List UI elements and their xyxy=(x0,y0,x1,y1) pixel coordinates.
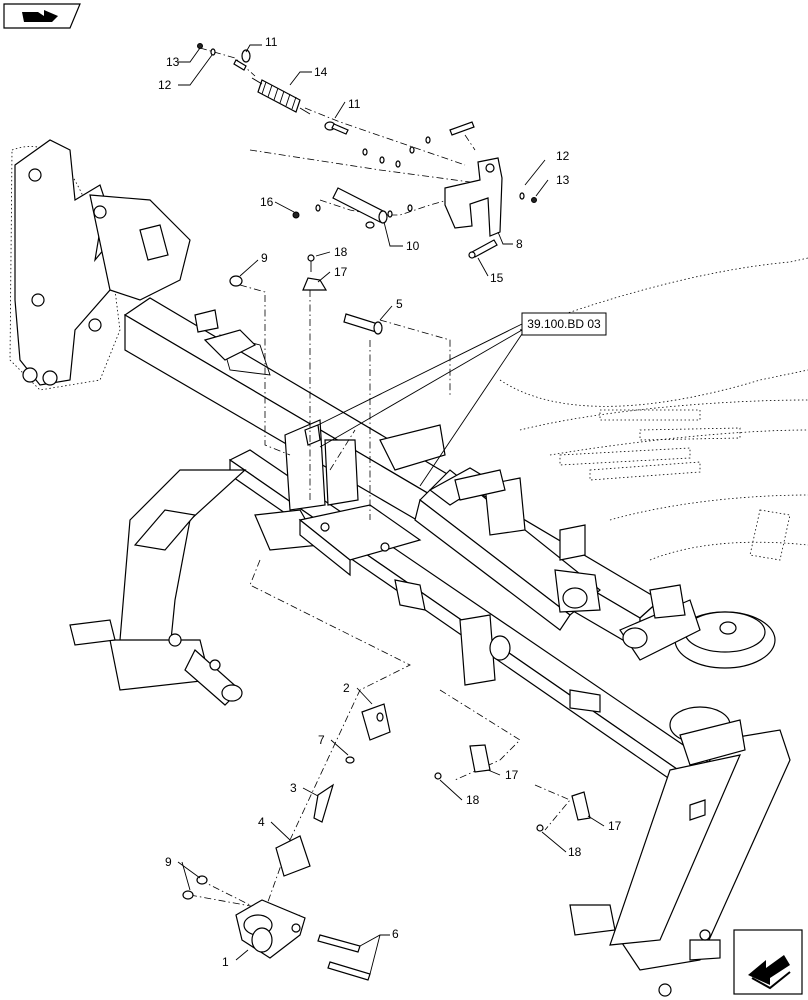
actuator-cylinder xyxy=(414,467,601,631)
callout-9b: 9 xyxy=(165,855,172,869)
part-6-bolts xyxy=(317,934,371,981)
callout-18: 18 xyxy=(334,245,348,259)
part-9-nut-top xyxy=(229,275,243,287)
hitch-frame xyxy=(14,139,191,386)
callout-8: 8 xyxy=(516,237,523,251)
callout-5: 5 xyxy=(396,297,403,311)
callout-17: 17 xyxy=(334,265,348,279)
callout-1: 1 xyxy=(222,955,229,969)
part-17-clip-low xyxy=(571,791,591,821)
callout-3: 3 xyxy=(290,781,297,795)
part-18-bolt-low xyxy=(536,824,544,832)
callout-4: 4 xyxy=(258,815,265,829)
assembly-lines xyxy=(189,47,571,916)
reference-label: 39.100.BD 03 xyxy=(527,317,601,331)
part-14-spring xyxy=(251,77,311,115)
callout-18c: 18 xyxy=(568,845,582,859)
part-5-bolt xyxy=(343,313,383,335)
callout-17b: 17 xyxy=(505,768,519,782)
callout-13b: 13 xyxy=(556,173,570,187)
part-11-eyebolt-bottom xyxy=(324,121,349,135)
part-13-nut xyxy=(197,43,203,49)
part-3-stud xyxy=(313,783,335,823)
callout-16: 16 xyxy=(260,195,274,209)
callout-18b: 18 xyxy=(466,793,480,807)
part-1-mount xyxy=(235,899,306,959)
callout-15: 15 xyxy=(490,271,504,285)
callout-labels: 13 12 11 14 11 12 13 16 10 8 15 9 18 17 … xyxy=(158,35,622,969)
callout-17c: 17 xyxy=(608,819,622,833)
part-10-pin xyxy=(332,187,388,229)
callout-13: 13 xyxy=(166,55,180,69)
callout-14: 14 xyxy=(314,65,328,79)
part-12-washer xyxy=(210,48,216,56)
part-7-washer xyxy=(345,756,355,764)
washer-stack xyxy=(315,121,475,218)
callout-2: 2 xyxy=(343,681,350,695)
turntable xyxy=(619,584,776,766)
part-18-bolt-mid xyxy=(434,772,442,780)
callout-12: 12 xyxy=(158,78,172,92)
callout-7: 7 xyxy=(318,733,325,747)
part-16-nut xyxy=(292,211,300,219)
part-15-bolt xyxy=(468,239,498,259)
callout-10: 10 xyxy=(406,239,420,253)
callout-12b: 12 xyxy=(556,149,570,163)
callout-11: 11 xyxy=(265,35,278,49)
leader-lines xyxy=(177,44,605,975)
part-8-bracket xyxy=(444,157,503,237)
callout-11b: 11 xyxy=(348,97,361,111)
parts xyxy=(182,43,591,981)
part-18-bolt-top xyxy=(307,254,315,272)
part-2-block xyxy=(361,703,391,741)
next-page-arrow-icon[interactable] xyxy=(733,929,803,995)
reference-box[interactable]: 39.100.BD 03 xyxy=(317,312,607,487)
part-17-clip-top xyxy=(302,277,328,291)
part-4-block xyxy=(275,835,311,877)
wheel-arm xyxy=(569,729,791,997)
callout-6: 6 xyxy=(392,927,399,941)
book-arrow-icon[interactable] xyxy=(3,3,81,29)
part-11-eyebolt-top xyxy=(233,49,251,71)
callout-9: 9 xyxy=(261,251,268,265)
support-pads xyxy=(284,419,511,686)
part-17-clip-mid xyxy=(469,744,491,773)
part-12-13-right xyxy=(519,192,537,203)
